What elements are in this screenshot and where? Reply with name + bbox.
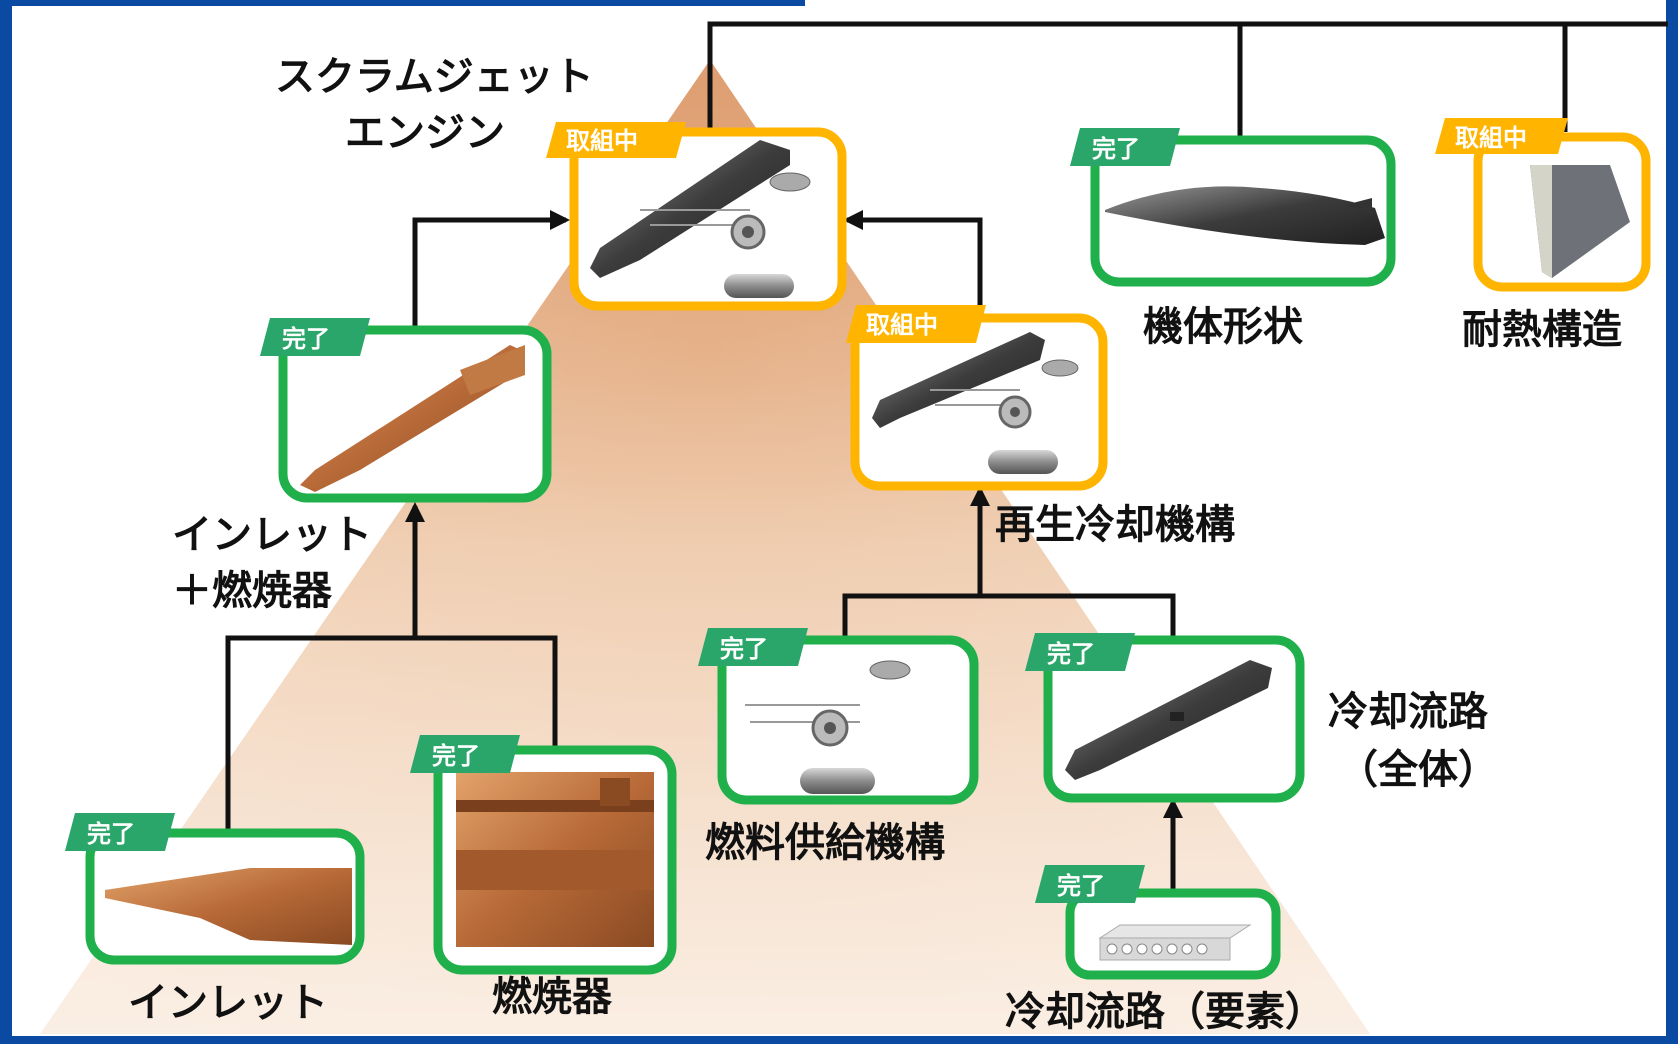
- node-label: 燃料供給機構: [705, 820, 945, 866]
- node-frame: [717, 635, 979, 805]
- node-label: 機体形状: [1143, 304, 1304, 350]
- node-label: 耐熱構造: [1462, 307, 1622, 353]
- status-tag-label: 完了: [282, 325, 330, 353]
- status-tag-label: 完了: [1057, 872, 1105, 900]
- node-label: ＋燃焼器: [172, 568, 333, 614]
- status-tag: [546, 122, 686, 158]
- node-label: インレット: [172, 512, 372, 558]
- node-label: エンジン: [345, 110, 505, 156]
- node-label: インレット: [128, 980, 328, 1026]
- status-tag-label: 完了: [87, 820, 135, 848]
- development-pyramid-shade: [40, 60, 1370, 1034]
- status-tag-label: 取組中: [866, 311, 938, 339]
- node-fuel-supply: 完了 燃料供給機構: [698, 628, 979, 866]
- cooling-channel-full-model: [1065, 660, 1272, 780]
- status-tag: [260, 318, 370, 356]
- node-label: 冷却流路: [1328, 689, 1489, 735]
- status-tag: [1070, 128, 1180, 166]
- combustor-model: [456, 772, 654, 947]
- inlet-model: [105, 868, 352, 945]
- heat-resistant-panel: [1530, 165, 1630, 278]
- airframe-shape-model: [1105, 186, 1385, 245]
- status-tag-label: 完了: [1092, 135, 1140, 163]
- connectors: [225, 210, 1183, 893]
- node-label: 燃焼器: [492, 974, 613, 1020]
- status-tag: [1035, 865, 1145, 903]
- status-tag: [1435, 118, 1568, 154]
- frame-left-bar: [0, 0, 12, 1044]
- frame-top-bar: [0, 0, 805, 6]
- top-connector: [707, 21, 1668, 140]
- status-tag-label: 完了: [432, 742, 480, 770]
- node-heat-resistant-structure: 取組中 耐熱構造: [1435, 118, 1651, 353]
- regenerative-cooling-model: [872, 332, 1079, 474]
- scramjet-engine-model: [590, 140, 811, 298]
- fuel-supply-model: [745, 660, 911, 794]
- node-cooling-channel-element: 完了 冷却流路（要素）: [1005, 865, 1325, 1035]
- node-frame: [569, 127, 847, 311]
- node-cooling-channel-whole: 完了 冷却流路 （全体）: [1025, 633, 1498, 803]
- node-airframe-shape: 完了 機体形状: [1070, 128, 1396, 350]
- node-label: （全体）: [1338, 747, 1498, 793]
- status-tag: [410, 735, 520, 773]
- node-combustor: 完了 燃焼器: [410, 735, 677, 1020]
- inlet-combustor-model: [300, 345, 525, 492]
- status-tag-label: 完了: [720, 635, 768, 663]
- status-tag: [698, 628, 808, 666]
- node-inlet-combustor: 完了 インレット ＋燃焼器: [172, 318, 552, 614]
- status-tag: [65, 813, 175, 851]
- status-tag-label: 取組中: [1455, 124, 1527, 152]
- node-label: スクラムジェット: [275, 54, 594, 100]
- frame-right-bar: [1666, 0, 1678, 1044]
- status-tag-label: 完了: [1047, 640, 1095, 668]
- node-label: 冷却流路（要素）: [1005, 989, 1325, 1035]
- node-label: 再生冷却機構: [995, 502, 1235, 548]
- status-tag: [1025, 633, 1135, 671]
- node-regen-cooling: 取組中 再生冷却機構: [846, 305, 1235, 548]
- status-tag-label: 取組中: [566, 127, 638, 155]
- status-tag: [846, 305, 986, 343]
- node-inlet: 完了 インレット: [65, 813, 365, 1026]
- cooling-channel-element: [1098, 924, 1252, 961]
- frame-bottom-bar: [0, 1036, 1678, 1044]
- node-scramjet-engine: 取組中 スクラムジェット エンジン: [275, 54, 847, 311]
